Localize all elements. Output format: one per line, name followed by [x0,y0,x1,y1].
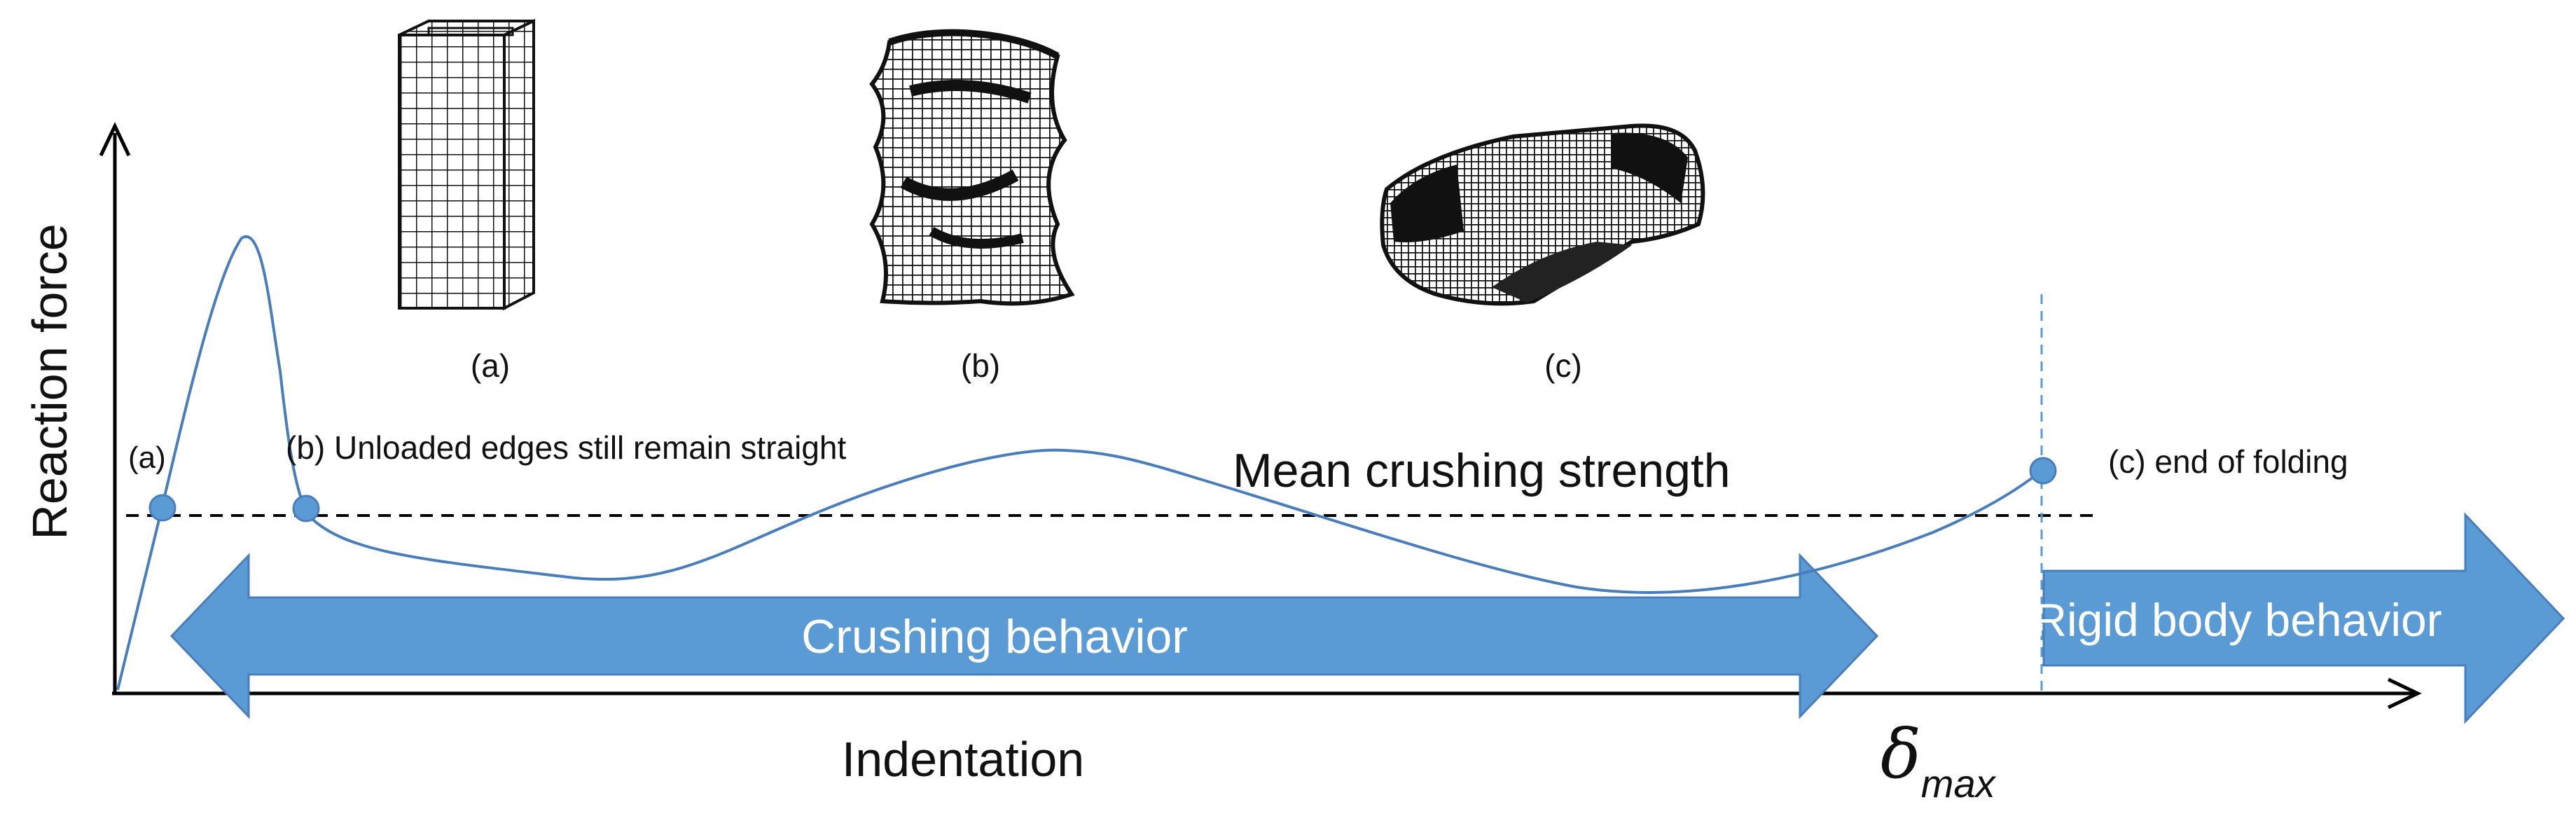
figure-b-caption: (b) [961,347,1000,384]
figure-a-caption: (a) [471,347,510,384]
crushing-behavior-label: Crushing behavior [801,610,1188,663]
rigid-body-behavior-arrow [2042,512,2565,724]
axes [99,122,2422,710]
y-axis-label: Reaction force [22,223,77,539]
figure-c-flattened-tube [1380,123,1705,306]
delta-max-label: δmax [1881,715,1997,805]
crushing-behavior-arrow [169,553,1879,719]
x-axis-label: Indentation [842,732,1084,787]
point-c-label: (c) end of folding [2108,443,2348,480]
delta-symbol: δ [1881,715,1921,794]
figure-a-intact-tube [398,18,535,311]
mean-line-label: Mean crushing strength [1233,444,1731,497]
y-axis-arrowhead [99,122,131,157]
point-a-label: (a) [128,441,166,475]
figure-b-folding-tube [869,29,1075,306]
figure-c-caption: (c) [1544,347,1582,384]
point-b-label: (b) Unloaded edges still remain straight [286,429,847,466]
point-a [148,494,176,522]
rigid-body-behavior-label: Rigid body behavior [2033,594,2442,646]
delta-subscript: max [1921,761,1997,805]
reaction-force-curve [116,235,2043,691]
point-b [292,495,320,523]
x-axis-arrowhead [2387,677,2422,710]
point-c [2029,457,2057,485]
